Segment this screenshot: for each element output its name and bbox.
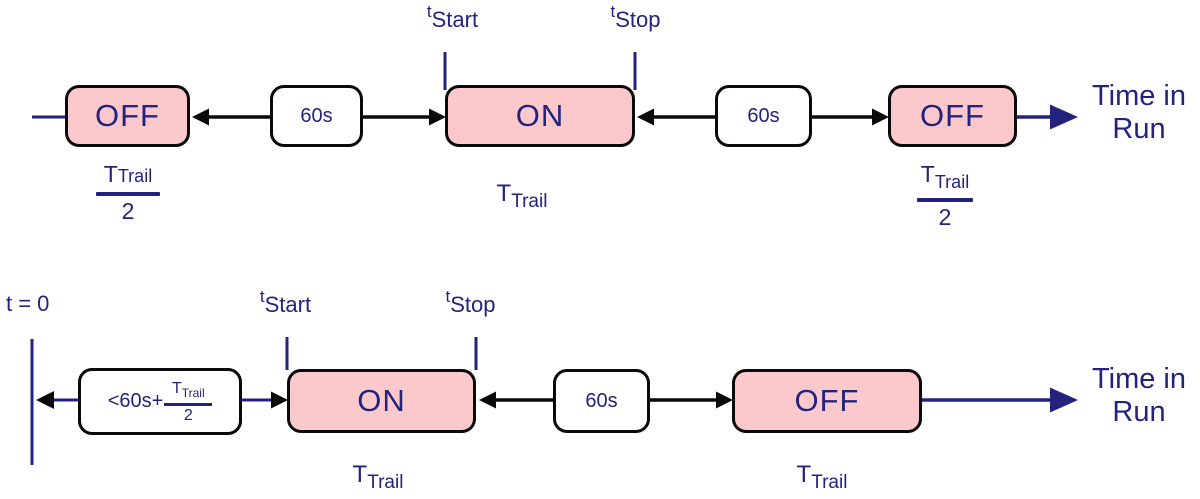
t-stop-sub: Stop xyxy=(615,7,661,32)
duration-denominator: 2 xyxy=(121,198,135,224)
duration-t: T xyxy=(103,161,118,187)
duration-sub: Trail xyxy=(367,472,404,493)
top-on-box: ON xyxy=(445,85,635,147)
t-start-prefix: t xyxy=(426,2,432,21)
duration-t: T xyxy=(171,379,182,397)
top-off-left-duration: TTrail 2 xyxy=(78,162,178,225)
duration-sub: Trail xyxy=(511,191,548,212)
duration-sub: Trail xyxy=(181,385,205,400)
duration-sub: Trail xyxy=(811,472,848,493)
delay-prefix: <60s+ xyxy=(107,390,164,412)
top-off-left-label: OFF xyxy=(95,98,160,133)
top-off-right-label: OFF xyxy=(920,98,985,133)
delay-fraction: TTrail 2 xyxy=(164,380,213,424)
top-arrow-delay2-to-on xyxy=(637,108,715,126)
fraction-bar xyxy=(164,402,213,406)
t-stop-sub: Stop xyxy=(450,292,496,317)
bottom-off-box: OFF xyxy=(732,369,922,433)
bottom-arrow-delay-to-origin xyxy=(36,391,78,409)
bottom-delay-left-expression: <60s+ TTrail 2 xyxy=(108,380,213,424)
bottom-axis-arrow xyxy=(922,387,1078,413)
t-start-prefix: t xyxy=(259,287,265,306)
bottom-arrow-delay-to-on xyxy=(242,391,288,409)
top-delay-right-box: 60s xyxy=(715,85,812,147)
bottom-on-box: ON xyxy=(287,369,476,433)
bottom-axis-title: Time in Run xyxy=(1078,363,1200,429)
bottom-origin-label: t = 0 xyxy=(6,291,50,316)
t-stop-prefix: t xyxy=(445,287,451,306)
duration-t: T xyxy=(496,180,512,207)
duration-numerator: TTrail xyxy=(164,380,212,402)
top-off-right-duration: TTrail 2 xyxy=(895,162,995,231)
duration-sub: Trail xyxy=(934,172,970,192)
bottom-off-label: OFF xyxy=(794,383,860,418)
top-arrow-delay2-to-off xyxy=(812,108,889,126)
top-on-duration: TTrail xyxy=(472,180,572,213)
top-arrow-delay1-to-off xyxy=(192,108,270,126)
top-axis-title-line2: Run xyxy=(1112,113,1166,145)
duration-t: T xyxy=(920,161,935,187)
fraction-bar xyxy=(917,198,973,202)
bottom-on-label: ON xyxy=(357,383,406,418)
bottom-axis-title-line1: Time in xyxy=(1092,363,1186,395)
top-axis-title: Time in Run xyxy=(1078,80,1200,146)
bottom-axis-title-line2: Run xyxy=(1112,396,1166,428)
top-axis-title-line1: Time in xyxy=(1092,80,1186,112)
duration-numerator: TTrail xyxy=(78,162,178,189)
top-off-right-box: OFF xyxy=(888,85,1017,147)
top-delay-left-label: 60s xyxy=(300,104,333,127)
bottom-arrow-delay2-to-off xyxy=(650,391,733,409)
duration-denominator: 2 xyxy=(938,204,952,230)
bottom-delay-left-box: <60s+ TTrail 2 xyxy=(78,368,242,435)
duration-t: T xyxy=(796,461,812,488)
duration-sub: Trail xyxy=(117,166,153,186)
bottom-off-duration: TTrail xyxy=(772,461,872,494)
duration-t: T xyxy=(352,461,368,488)
t-stop-prefix: t xyxy=(610,2,616,21)
bottom-delay-mid-box: 60s xyxy=(553,369,650,433)
t-start-sub: Start xyxy=(264,292,312,317)
duration-denominator: 2 xyxy=(183,406,193,424)
top-on-label: ON xyxy=(515,98,565,133)
t-start-sub: Start xyxy=(431,7,479,32)
top-delay-right-label: 60s xyxy=(747,104,780,127)
fraction-bar xyxy=(96,192,160,196)
bottom-on-duration: TTrail xyxy=(328,461,428,494)
top-off-left-box: OFF xyxy=(65,85,190,147)
bottom-delay-mid-label: 60s xyxy=(585,389,618,412)
top-arrow-delay1-to-on xyxy=(363,108,446,126)
duration-numerator: TTrail xyxy=(895,162,995,195)
top-axis-arrow xyxy=(1017,104,1078,130)
bottom-arrow-delay2-to-on xyxy=(479,391,553,409)
top-delay-left-box: 60s xyxy=(270,85,363,147)
